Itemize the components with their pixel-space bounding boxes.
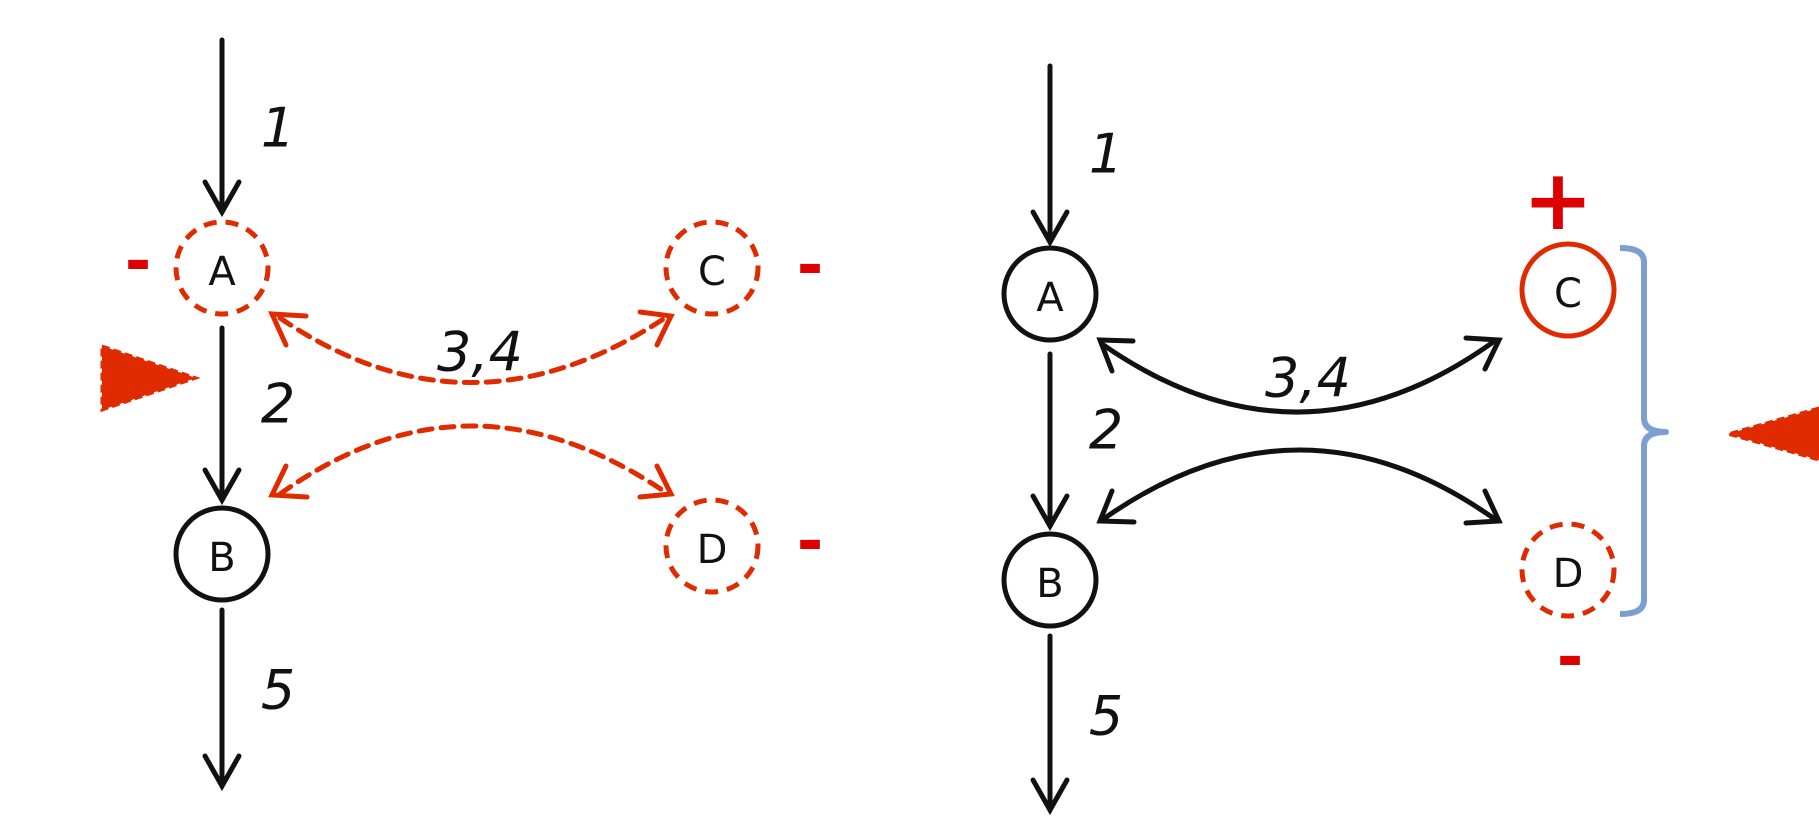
left-node-b-label: B	[208, 535, 235, 581]
left-arrow-5	[202, 607, 242, 792]
right-node-d: D	[1519, 521, 1617, 619]
right-crossing-arrows	[1099, 337, 1499, 523]
right-bracket	[1619, 245, 1669, 617]
right-pointer-triangle-icon	[1722, 406, 1819, 462]
right-arrow-2	[1030, 351, 1070, 532]
right-node-b: B	[1001, 531, 1099, 629]
left-pointer-triangle-icon	[100, 343, 201, 413]
left-node-b: B	[173, 505, 271, 603]
right-step-2-label: 2	[1089, 399, 1123, 462]
left-node-d: D	[663, 497, 761, 595]
left-sign-a: -	[125, 225, 152, 299]
left-arrow-2	[202, 325, 242, 506]
left-node-d-label: D	[697, 527, 728, 573]
right-arrow-5	[1030, 633, 1070, 816]
right-crossing-arrowheads	[1096, 335, 1503, 526]
left-node-a: A	[173, 219, 271, 317]
left-node-a-label: A	[208, 249, 236, 295]
left-step-5-label: 5	[261, 659, 295, 722]
right-step-1-label: 1	[1089, 123, 1123, 186]
left-step-34-label: 3,4	[437, 321, 523, 384]
right-arrow-1	[1030, 63, 1070, 248]
left-arrow-1	[202, 37, 242, 218]
right-step-5-label: 5	[1089, 685, 1123, 748]
right-node-a-label: A	[1036, 275, 1064, 321]
left-panel: A B C D 1 2 3,4 5 - - -	[100, 37, 824, 792]
right-node-d-label: D	[1553, 551, 1584, 597]
right-node-c-label: C	[1554, 271, 1582, 317]
right-node-c: C	[1519, 241, 1617, 339]
right-sign-c: +	[1523, 151, 1593, 249]
left-step-2-label: 2	[261, 373, 295, 436]
left-node-c: C	[663, 219, 761, 317]
left-step-1-label: 1	[261, 97, 295, 160]
left-sign-c: -	[797, 229, 824, 303]
right-node-a: A	[1001, 245, 1099, 343]
right-sign-d: -	[1557, 621, 1584, 695]
right-node-b-label: B	[1036, 561, 1063, 607]
left-node-c-label: C	[698, 249, 726, 295]
left-crossing-arrows	[277, 313, 671, 497]
right-panel: A B C D 1 2 3,4 5 + -	[1001, 63, 1819, 816]
left-sign-d: -	[797, 505, 824, 579]
right-step-34-label: 3,4	[1265, 347, 1351, 410]
left-crossing-arrowheads	[268, 309, 675, 500]
